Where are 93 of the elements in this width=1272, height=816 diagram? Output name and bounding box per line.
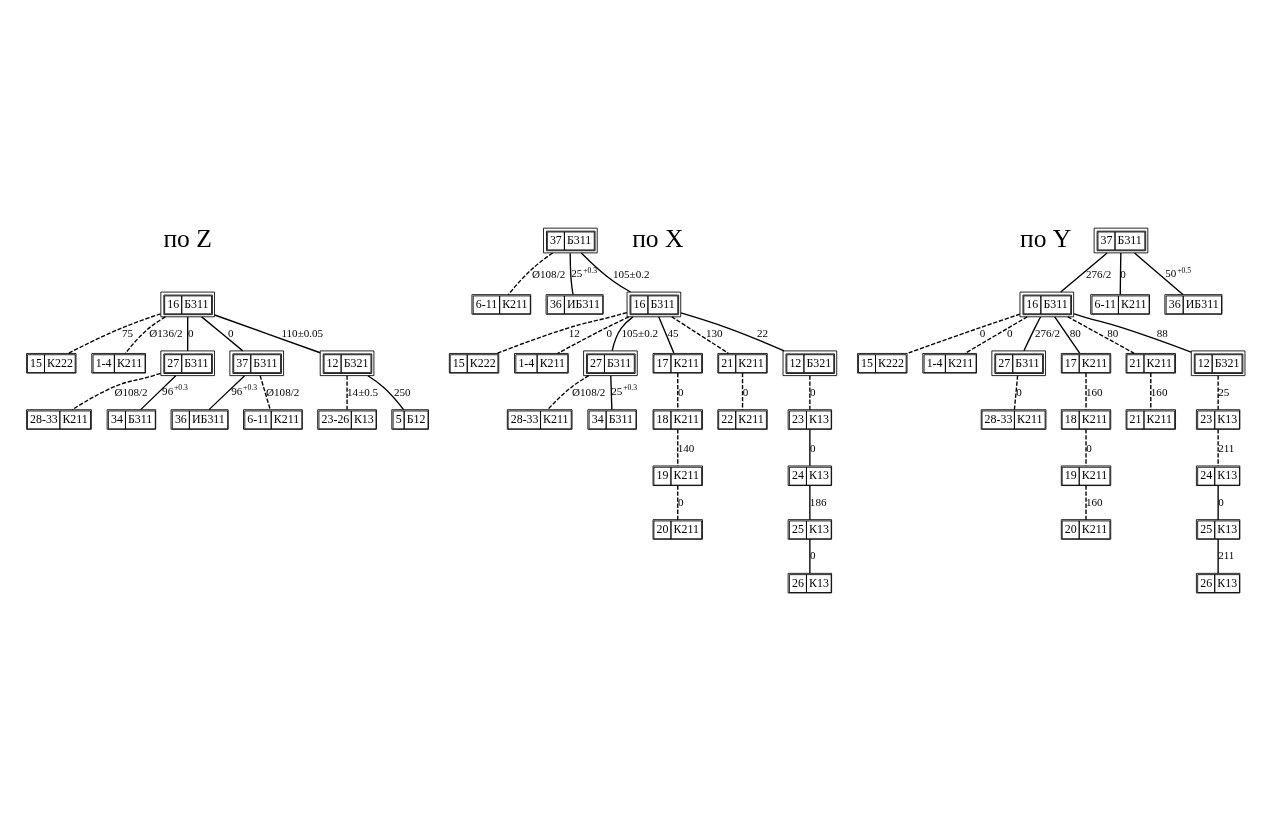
edge-label: Ø108/2: [266, 385, 300, 398]
edge-label: 12: [568, 326, 580, 339]
connector: [1133, 252, 1184, 296]
edge-label: 186: [809, 495, 827, 508]
edge-label: 0: [677, 385, 684, 398]
edge-label: 75: [122, 326, 134, 339]
connector: [259, 375, 271, 411]
edge-label: 276/2: [1086, 267, 1112, 280]
edge-label: Ø108/2: [532, 267, 566, 280]
edge-label: 105±0.2: [621, 326, 659, 339]
connector: [964, 316, 1028, 354]
connector: [1060, 252, 1108, 293]
connector: [677, 485, 679, 521]
edge-label: 22: [757, 326, 769, 339]
connector: [658, 316, 675, 354]
edge-label: 80: [1069, 326, 1081, 339]
connector: [1217, 485, 1219, 521]
edge-label: 0: [979, 326, 986, 339]
connector: [1217, 428, 1219, 467]
label: по X: [632, 223, 684, 253]
connector: [1217, 375, 1219, 411]
edge-label: 160: [1086, 495, 1103, 508]
connector: [610, 375, 613, 411]
edge-label: 96$^{+0.3}$: [231, 383, 257, 397]
edge-label: 130: [705, 326, 723, 339]
connector: [677, 428, 679, 467]
connector: [1013, 375, 1019, 411]
connector: [1023, 316, 1042, 352]
edge-label: 0: [677, 495, 684, 508]
edge-label: 0: [1016, 385, 1022, 398]
label: по Y: [1019, 223, 1072, 253]
edge-label: 0: [606, 326, 612, 339]
connector: [611, 316, 634, 352]
connector: [671, 316, 730, 354]
edge-label: 0: [227, 326, 234, 339]
edge-label: 110±0.05: [281, 326, 324, 339]
connector: [124, 316, 167, 354]
connector: [140, 375, 177, 411]
connector: [1054, 316, 1081, 354]
edge-label: 25: [1218, 385, 1230, 398]
connector: [346, 375, 348, 411]
connector: [809, 538, 811, 575]
edge-label: 0: [810, 385, 816, 398]
edge-label: 0: [1006, 326, 1013, 339]
edge-label: 160: [1086, 385, 1103, 398]
edge-label: 80: [1107, 326, 1119, 339]
edge-label: 250: [393, 385, 411, 398]
connector: [200, 316, 244, 352]
connector: [569, 252, 574, 296]
edge-label: 0: [187, 326, 194, 339]
edge-label: 25$^{+0.3}$: [611, 383, 638, 397]
edge-label: Ø108/2: [114, 385, 148, 398]
edge-label: 0: [1086, 441, 1092, 454]
connector: [547, 374, 590, 411]
edge-label: 276/2: [1034, 326, 1061, 339]
connector: [1119, 252, 1122, 296]
edge-label: 50$^{+0.5}$: [1165, 265, 1192, 280]
edge-label: 0: [742, 385, 749, 398]
connector: [71, 372, 162, 411]
connector: [1217, 538, 1219, 575]
edge-label: 211: [1218, 441, 1235, 454]
connector: [367, 375, 405, 411]
edge-label: 25$^{+0.3}$: [571, 265, 598, 280]
edge-label: 0: [810, 549, 816, 562]
edge-label: 96$^{+0.3}$: [162, 383, 188, 397]
label: по Z: [163, 223, 212, 253]
edge-label: 0: [810, 441, 816, 454]
edge-label: 45: [667, 326, 679, 339]
connector: [496, 311, 628, 355]
connector: [187, 316, 189, 352]
connector: [809, 485, 811, 521]
connector: [214, 314, 321, 354]
connector: [580, 252, 632, 293]
edge-label: 88: [1156, 326, 1168, 339]
edge-label: 0: [1120, 267, 1126, 280]
connector: [557, 316, 630, 355]
connector: [906, 313, 1021, 355]
edge-label: 160: [1150, 385, 1168, 398]
connector: [1073, 313, 1192, 353]
connector: [680, 312, 785, 352]
connector: [208, 375, 246, 411]
connector: [1085, 428, 1087, 467]
connector: [507, 252, 554, 296]
connector: [1085, 485, 1087, 521]
connector: [1067, 316, 1135, 354]
connector: [67, 313, 162, 355]
edge-label: 140: [677, 441, 695, 454]
connector: [809, 375, 811, 411]
edge-label: Ø136/2: [149, 326, 183, 339]
edge-label: Ø108/2: [572, 385, 606, 398]
connector: [809, 428, 811, 467]
edge-label: 14±0.5: [347, 385, 379, 398]
edge-label: 105±0.2: [612, 267, 650, 280]
